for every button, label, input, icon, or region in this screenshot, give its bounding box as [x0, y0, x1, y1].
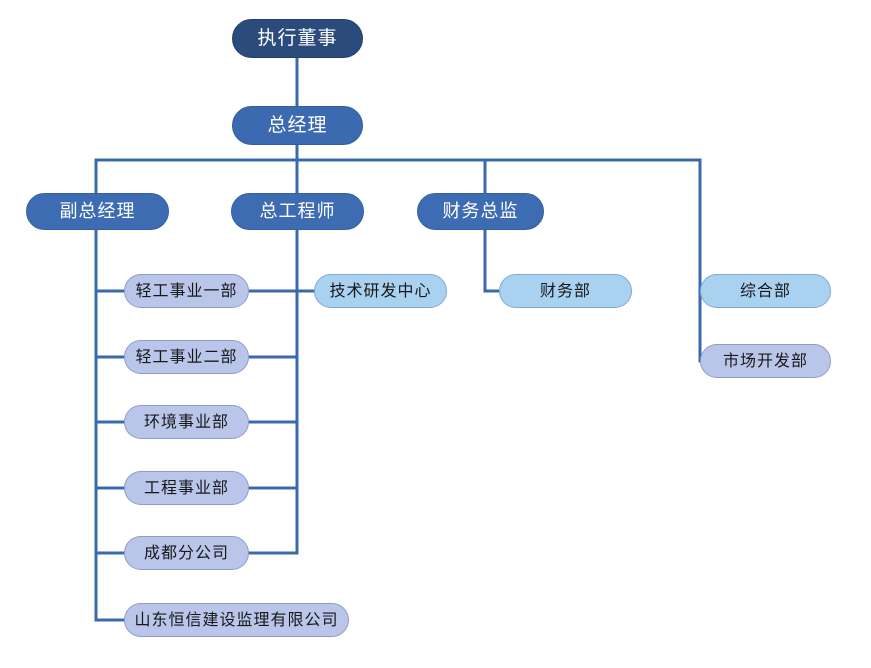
- node-finance-department[interactable]: 财务部: [499, 274, 632, 308]
- node-light-industry-division-1[interactable]: 轻工事业一部: [124, 274, 249, 308]
- node-general-affairs-department-label: 综合部: [739, 281, 791, 300]
- node-finance-department-label: 财务部: [539, 281, 591, 300]
- node-general-affairs-department[interactable]: 综合部: [700, 274, 831, 308]
- node-executive-director-label: 执行董事: [257, 27, 338, 49]
- node-chief-engineer-label: 总工程师: [259, 200, 336, 222]
- node-supervision-company[interactable]: 山东恒信建设监理有限公司: [124, 603, 349, 637]
- node-finance-director-label: 财务总监: [442, 200, 519, 222]
- node-rnd-center-label: 技术研发中心: [329, 281, 432, 300]
- node-engineering-division-label: 工程事业部: [143, 478, 229, 497]
- node-deputy-general-manager-label: 副总经理: [59, 200, 136, 222]
- node-rnd-center[interactable]: 技术研发中心: [314, 274, 447, 308]
- link-finance-director-to-dept: [483, 227, 502, 293]
- node-chief-engineer[interactable]: 总工程师: [231, 193, 364, 230]
- node-engineering-division[interactable]: 工程事业部: [124, 471, 249, 505]
- node-general-manager-label: 总经理: [267, 114, 328, 136]
- node-market-development-department-label: 市场开发部: [722, 351, 808, 370]
- node-executive-director[interactable]: 执行董事: [232, 19, 363, 58]
- node-environment-division[interactable]: 环境事业部: [124, 405, 249, 439]
- node-light-industry-division-2-label: 轻工事业二部: [135, 347, 238, 366]
- node-chengdu-branch[interactable]: 成都分公司: [124, 536, 249, 570]
- node-finance-director[interactable]: 财务总监: [417, 193, 544, 230]
- node-light-industry-division-1-label: 轻工事业一部: [135, 281, 238, 300]
- node-general-manager[interactable]: 总经理: [232, 106, 363, 145]
- node-light-industry-division-2[interactable]: 轻工事业二部: [124, 340, 249, 374]
- node-chengdu-branch-label: 成都分公司: [143, 543, 229, 562]
- node-supervision-company-label: 山东恒信建设监理有限公司: [134, 610, 339, 629]
- node-market-development-department[interactable]: 市场开发部: [700, 344, 831, 378]
- node-deputy-general-manager[interactable]: 副总经理: [26, 193, 169, 230]
- node-environment-division-label: 环境事业部: [143, 412, 229, 431]
